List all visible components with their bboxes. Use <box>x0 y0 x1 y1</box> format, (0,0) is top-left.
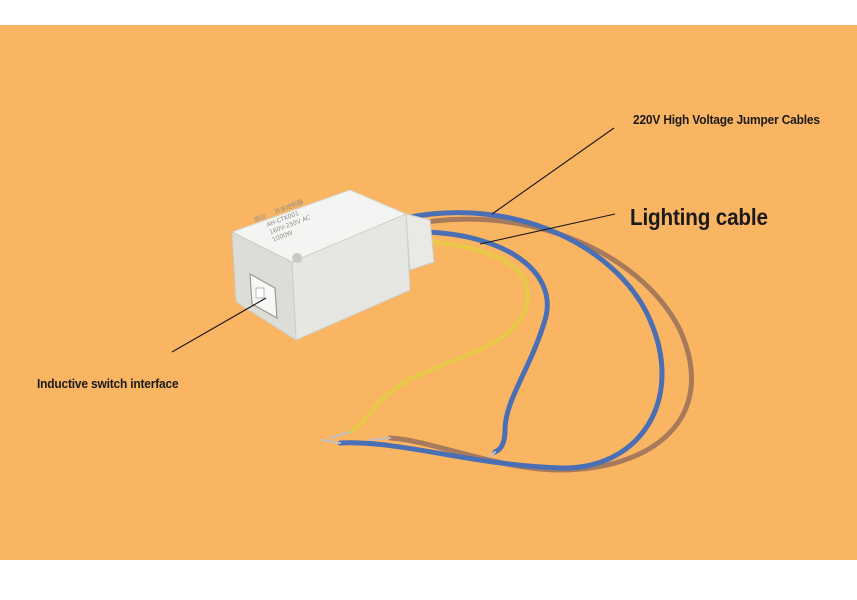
wire-blue-inner <box>407 229 550 455</box>
product-background <box>0 25 857 560</box>
callout-line-high-voltage <box>491 127 615 215</box>
callout-line-inductive <box>171 297 267 353</box>
label-high-voltage-cables: 220V High Voltage Jumper Cables <box>633 112 820 127</box>
label-inductive-switch-interface: Inductive switch interface <box>37 376 179 391</box>
label-lighting-cable: Lighting cable <box>630 204 768 230</box>
wire-brown <box>387 216 694 473</box>
callout-line-lighting <box>479 213 616 245</box>
callout-lines <box>171 127 616 353</box>
controller-device: 感应 开关控制器 AH-CTK001 160V-250V AC 1000W <box>230 189 435 341</box>
wire-yellow <box>347 237 530 435</box>
device-print-1: 感应 <box>253 212 267 224</box>
